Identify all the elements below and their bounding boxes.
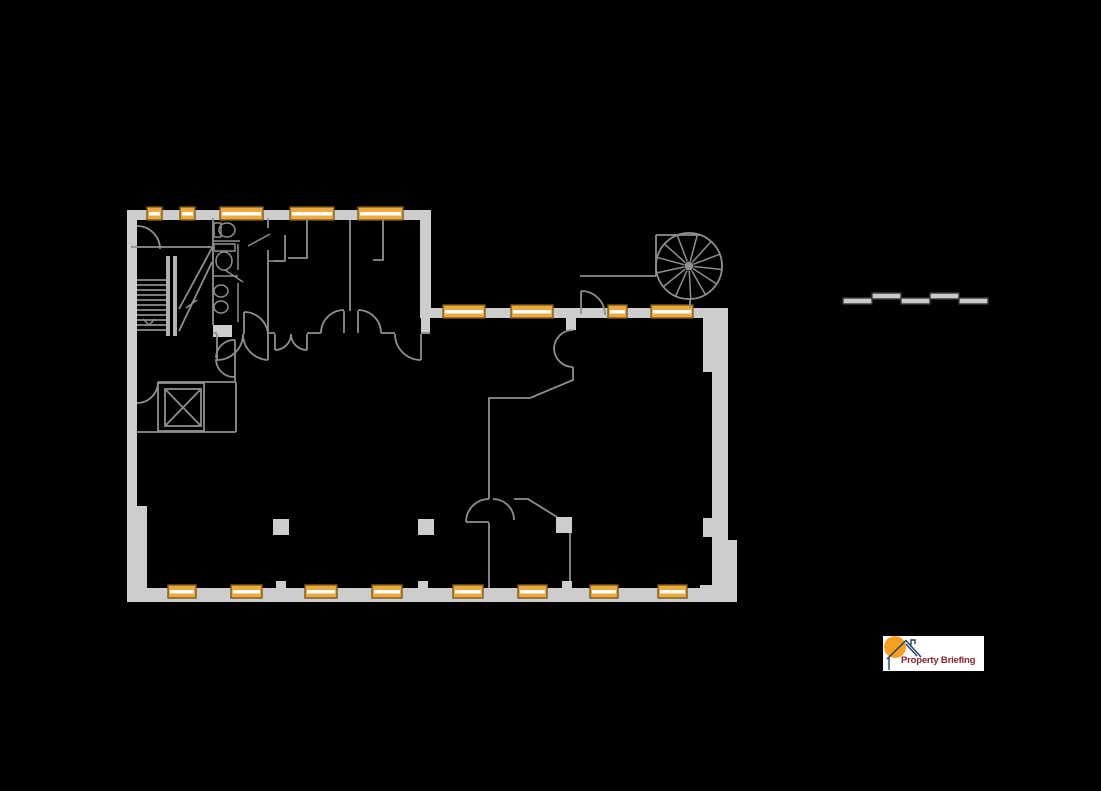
double-door-swing [465,498,515,523]
scale-bar-segment [958,297,989,305]
pillar [273,519,289,535]
toilet-icon [213,243,236,252]
window [289,206,335,221]
pillar [418,519,434,535]
window [452,584,484,599]
upper-rooms [213,218,430,361]
toilet-icon [218,222,236,238]
door-ajar [247,233,271,247]
window [146,206,163,221]
window [179,206,196,221]
double-door-swing [216,333,269,361]
elevator-lobby [136,339,237,433]
window [650,304,694,319]
stair-stringer [166,256,170,336]
scale-bar [842,292,989,305]
window [304,584,338,599]
window [589,584,619,599]
elevator [157,382,205,432]
door-swing [243,311,269,335]
door-swing [136,225,161,250]
window [510,304,554,319]
duct-wall [288,218,308,259]
logo-graphic [884,636,922,670]
windows-group [146,206,694,599]
wc-area [212,218,283,333]
window [517,584,548,599]
double-door-swing [274,333,308,351]
spiral-treads [656,233,722,299]
scale-bar-segment [900,297,931,305]
logo-text: Property Briefing [901,655,976,666]
property-briefing-logo: Property Briefing [883,636,984,671]
door-swing [580,290,606,316]
spiral-staircase [655,232,723,300]
window [657,584,688,599]
pillar [556,517,572,533]
double-door-swing [320,309,382,334]
stair-direction-tick [185,299,198,309]
stair-stringer [173,256,177,336]
sun-icon [884,636,906,658]
stair-arrow [142,318,156,327]
duct-wall [274,235,286,262]
stair-winders [178,247,213,332]
right-wall [700,318,737,602]
window [442,304,486,319]
sink-icon [213,300,229,314]
scale-bar-segment [929,292,960,300]
middle-wall [420,308,728,318]
closet-wall [373,220,384,261]
elevator-x-icon [164,388,202,427]
sink-icon [213,284,229,298]
left-wall [127,210,137,508]
toilet-icon [215,251,233,271]
door-swing [394,333,422,361]
exterior-walls [127,210,737,602]
wall-connector [421,318,430,334]
upper-right-return-wall [420,210,431,318]
partition-wall [514,498,571,581]
window [219,206,264,221]
staircase [131,225,213,336]
bottom-wall-stub [418,581,428,589]
window [371,584,403,599]
spiral-hub [684,261,694,271]
double-door-swing [553,329,574,368]
bottom-wall-stub [562,581,572,589]
bottom-wall [127,588,737,602]
window [357,206,404,221]
house-icon [886,639,922,670]
east-wing [465,234,700,588]
top-wall [127,210,431,220]
window [167,584,197,599]
scale-bar-segment [871,292,902,300]
door-swing [136,381,159,404]
window [230,584,263,599]
partition-wall [488,367,574,588]
double-door-swing [215,339,236,378]
left-wall-pier [127,506,147,602]
middle-wall-stub [566,316,576,330]
scale-bar-segment [842,297,873,305]
window [607,304,628,319]
stair-treads [137,279,166,331]
bottom-wall-stub [276,581,286,589]
wc-corner-block [213,325,232,337]
toilet-icon [213,222,222,238]
